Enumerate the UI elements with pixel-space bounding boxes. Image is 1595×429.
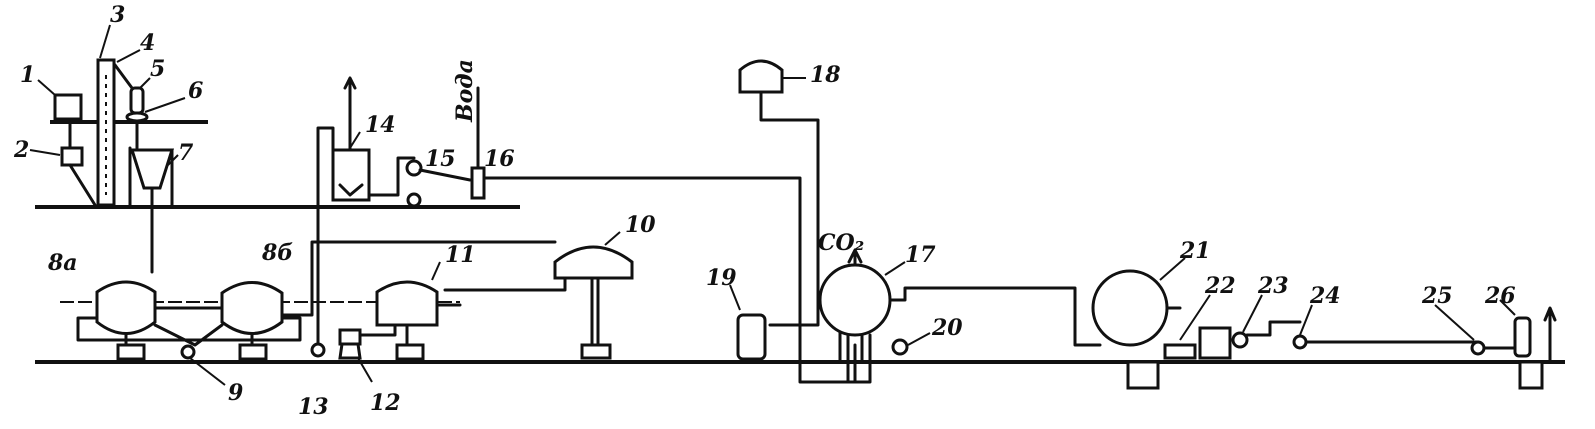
equipment-5-device [113,63,149,123]
pump-15 [367,156,472,208]
equipment-2-box [60,120,97,207]
piping-8 [76,240,557,360]
label-17: 17 [905,242,936,268]
tank-8b [220,281,284,361]
pump-20 [891,338,909,356]
tank-21 [1091,269,1182,390]
label-22: 22 [1204,273,1236,299]
label-2: 2 [13,137,29,163]
filter-14 [331,76,371,202]
label-co2: CO₂ [818,230,864,256]
label-23: 23 [1257,273,1289,299]
label-26: 26 [1484,283,1516,309]
label-3: 3 [110,2,125,28]
label-24: 24 [1309,283,1341,309]
tank-10 [443,245,634,360]
label-25: 25 [1421,283,1453,309]
label-4: 4 [140,30,155,56]
equipment-7-hopper [128,120,175,274]
label-12: 12 [370,390,401,416]
label-11: 11 [445,242,476,268]
mixer-16 [470,86,857,384]
equipment-3-column [96,58,116,207]
label-6: 6 [188,78,203,104]
label-8a: 8а [47,250,78,276]
equipment-1-box [53,93,83,121]
label-7: 7 [178,140,194,166]
label-8b: 8б [261,240,293,266]
label-1: 1 [20,62,35,88]
label-21: 21 [1179,238,1211,264]
pump-13 [310,126,335,358]
label-18: 18 [810,62,841,88]
label-5: 5 [150,56,165,82]
tank-19 [736,313,767,361]
label-16: 16 [484,146,515,172]
tank-11 [343,280,462,361]
label-14: 14 [365,112,396,138]
label-water: Вода [452,59,478,123]
label-10: 10 [625,212,656,238]
tank-18 [738,59,820,327]
label-9: 9 [228,380,243,406]
leader-lines [29,24,1516,386]
label-19: 19 [706,265,737,291]
pump-12 [338,328,362,360]
machines-22-26 [1163,306,1557,390]
label-15: 15 [425,146,456,172]
saturator-17 [818,248,1102,384]
label-13: 13 [298,394,329,420]
tank-8a [95,280,157,361]
label-20: 20 [931,315,963,341]
